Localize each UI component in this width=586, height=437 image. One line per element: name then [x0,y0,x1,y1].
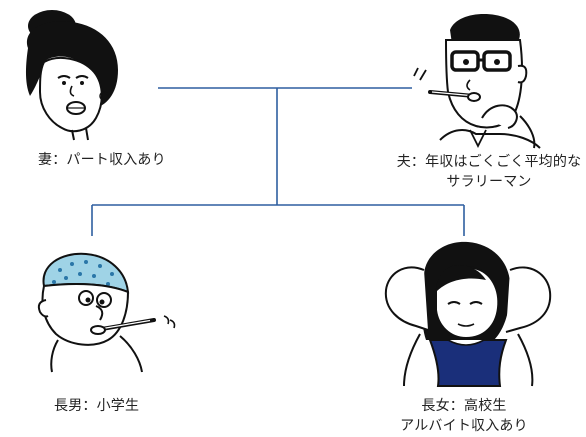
daughter-caption-line2: アルバイト収入あり [400,418,528,434]
boy-with-cap-icon [37,252,176,373]
daughter-caption-line1: 長女：高校生 [421,398,507,414]
man-with-glasses-icon [413,14,541,149]
girl-icon [384,241,552,387]
daughter-caption: 長女：高校生 アルバイト収入あり [378,396,550,436]
woman-icon [26,10,118,141]
wife-caption: 妻：パート収入あり [38,150,166,170]
wife-caption-line1: 妻：パート収入あり [38,152,166,168]
connector-lines [91,87,465,236]
husband-caption-line1: 夫：年収はごくごく平均的な [396,154,582,170]
husband-caption-line2: サラリーマン [446,174,532,190]
son-caption: 長男：小学生 [54,396,139,416]
husband-caption: 夫：年収はごくごく平均的な サラリーマン [392,152,586,192]
son-caption-line1: 長男：小学生 [54,398,140,414]
